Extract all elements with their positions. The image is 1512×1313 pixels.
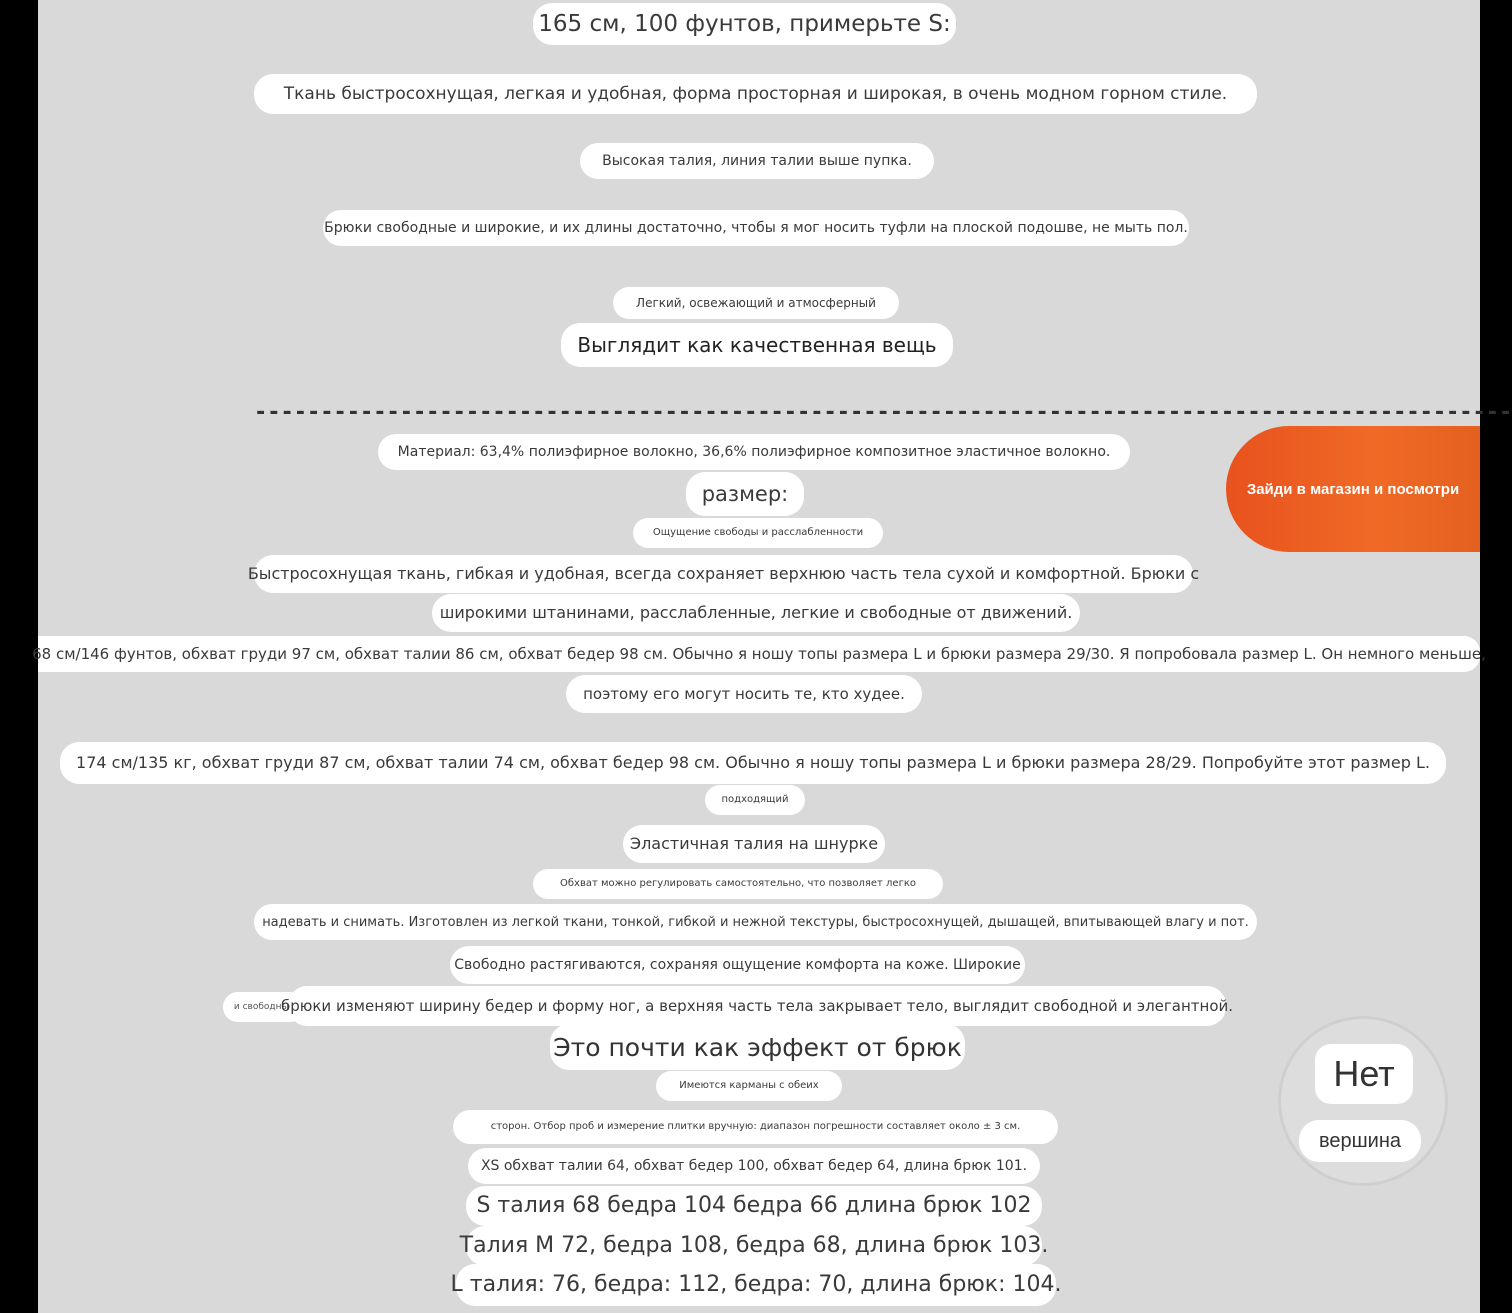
pockets-text: Имеются карманы с обеих: [656, 1071, 842, 1101]
feel-text: Ощущение свободы и расслабленности: [633, 518, 883, 548]
material-text: Материал: 63,4% полиэфирное волокно, 36,…: [378, 434, 1130, 470]
review-line: Брюки свободные и широкие, и их длины до…: [323, 210, 1189, 246]
badge-top-label: Нет: [1315, 1044, 1413, 1104]
size-m-row: Талия M 72, бедра 108, бедра 68, длина б…: [460, 1226, 1048, 1266]
effect-highlight: Это почти как эффект от брюк: [550, 1024, 965, 1070]
stretch-text: брюки изменяют ширину бедер и форму ног,…: [281, 986, 1233, 1026]
customer-review: поэтому его могут носить те, кто худее.: [566, 675, 922, 713]
fit-badge: подходящий: [705, 785, 805, 815]
review-line: Высокая талия, линия талии выше пупка.: [580, 143, 934, 179]
size-s-row: S талия 68 бедра 104 бедра 66 длина брюк…: [466, 1186, 1042, 1226]
review-line: Ткань быстросохнущая, легкая и удобная, …: [254, 74, 1257, 114]
size-l-row: L талия: 76, бедра: 112, бедра: 70, длин…: [451, 1264, 1062, 1306]
content-canvas: 165 см, 100 фунтов, примерьте S: Ткань б…: [32, 0, 1512, 1313]
visit-store-label: Зайди в магазин и посмотри: [1246, 480, 1460, 498]
waist-text: Эластичная талия на шнурке: [623, 825, 885, 863]
section-divider: ----------------------------------------…: [254, 400, 1512, 425]
visit-store-button[interactable]: Зайди в магазин и посмотри: [1226, 426, 1480, 552]
size-xs-row: XS обхват талии 64, обхват бедер 100, об…: [468, 1148, 1040, 1184]
fabric-text: широкими штанинами, расслабленные, легки…: [432, 594, 1080, 632]
review-heading: 165 см, 100 фунтов, примерьте S:: [533, 3, 956, 45]
customer-review: 174 см/135 кг, обхват груди 87 см, обхва…: [60, 742, 1446, 784]
measure-note: сторон. Отбор проб и измерение плитки вр…: [453, 1110, 1058, 1144]
review-highlight: Выглядит как качественная вещь: [561, 323, 953, 367]
stretch-text: Свободно растягиваются, сохраняя ощущени…: [450, 946, 1025, 984]
adjust-text: Обхват можно регулировать самостоятельно…: [533, 869, 943, 899]
review-line: Легкий, освежающий и атмосферный: [613, 287, 899, 319]
badge-bottom-label: вершина: [1299, 1120, 1421, 1162]
customer-review: 68 см/146 фунтов, обхват груди 97 см, об…: [32, 636, 1486, 672]
fabric-text: Быстросохнущая ткань, гибкая и удобная, …: [248, 555, 1199, 593]
adjust-text: надевать и снимать. Изготовлен из легкой…: [254, 904, 1257, 940]
size-label: размер:: [686, 472, 804, 516]
